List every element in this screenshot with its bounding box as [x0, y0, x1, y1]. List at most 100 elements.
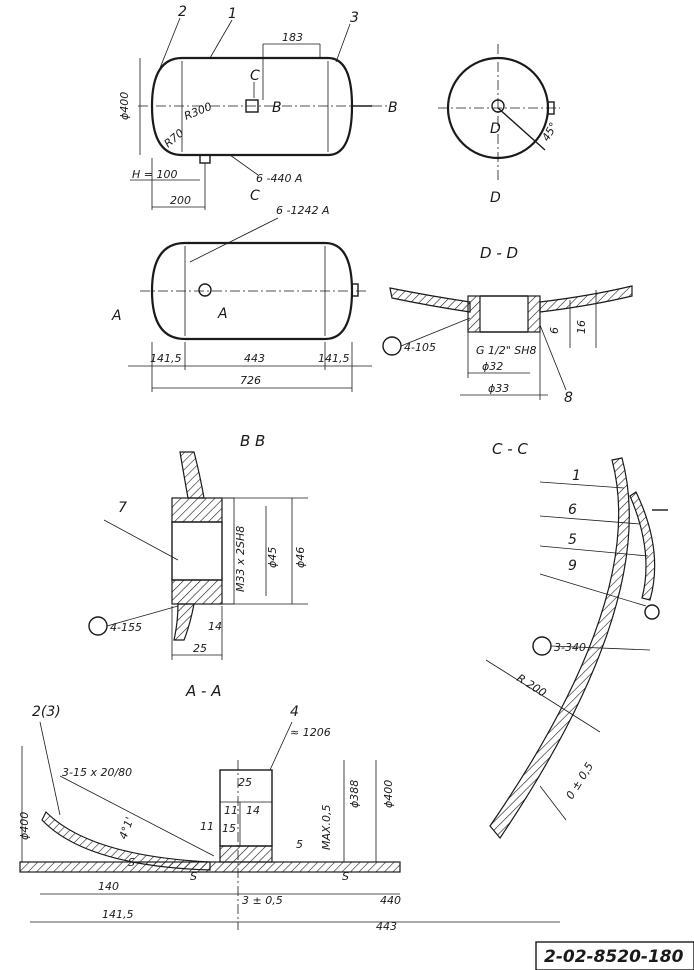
cc-tol-line: [539, 785, 567, 821]
section-aa-title: A - A: [185, 682, 221, 700]
section-dd-title: D - D: [480, 244, 518, 262]
section-cc: C - C 1 6 5 9 3-340 R 200 0 ± 0,5: [485, 440, 668, 839]
dim-r70: R70: [162, 126, 187, 150]
aa-dim-w443: 443: [376, 920, 397, 933]
bb-dim-w25: 25: [193, 642, 207, 655]
cc-pad: [629, 491, 656, 601]
bb-thread: M33 x 2SH8: [234, 526, 247, 592]
aa-weld-note: 3-15 x 20/80: [62, 766, 132, 779]
leader-3: [335, 23, 351, 63]
bb-shell-bottom: [173, 603, 195, 641]
section-dd: D - D ϕ32 ϕ33 G 1/2" SH8 6 16 4-105 8: [382, 244, 633, 406]
aa-s2: S: [342, 870, 349, 883]
leader-1: [209, 19, 233, 59]
aa-dim-gap: 3 ± 0,5: [242, 894, 283, 907]
fitting-side: [198, 283, 212, 297]
cc-radius: R 200: [514, 672, 548, 700]
aa-dim-d388: ϕ388: [348, 780, 361, 808]
cc-weld-leader: [550, 645, 651, 651]
dd-shell-right: [539, 285, 633, 313]
dim-r300: R300: [182, 100, 213, 123]
weld-note-top: 6 -440 A: [256, 172, 302, 185]
section-bb-title: B B: [240, 432, 265, 450]
title-block: 2-02-8520-180: [535, 941, 694, 970]
dd-weld-note: 4-105: [404, 341, 436, 354]
section-mark-d-bottom: D: [490, 190, 501, 206]
aa-leader-2-3: [39, 721, 61, 816]
aa-dim-w11: 11: [224, 804, 238, 817]
dd-boss-right: [527, 295, 541, 333]
dd-dim-d32: ϕ32: [482, 360, 503, 373]
bb-fitting-bottom: [171, 579, 223, 605]
end-view: D D 45°: [438, 44, 560, 206]
drawing-number: 2-02-8520-180: [544, 947, 684, 967]
aa-dim-d400-right: ϕ400: [382, 780, 395, 808]
cc-leader-5: [539, 545, 649, 557]
leader-2: [159, 17, 181, 69]
cc-radius-line: [485, 659, 601, 733]
section-cc-title: C - C: [492, 440, 528, 458]
cc-part-9: 9: [568, 558, 577, 574]
dd-dim-d33: ϕ33: [488, 382, 509, 395]
fitting-side-right: [351, 283, 359, 297]
dd-part-leader: [539, 324, 567, 391]
part-label-3: 3: [350, 10, 359, 26]
bb-weld-note: 4-155: [110, 621, 142, 634]
bb-weld-symbol: [88, 616, 108, 636]
section-mark-b-left: B: [272, 100, 282, 116]
cc-leader-1: [539, 481, 625, 489]
angle-45: 45°: [539, 120, 560, 143]
side-view: 6 -1242 A A A 141,5 443 141,5 726: [111, 204, 372, 392]
cc-leader-9: [539, 573, 647, 607]
tank-outline-top: [150, 56, 354, 157]
aa-s1: S: [190, 870, 197, 883]
aa-s3: S: [128, 856, 135, 869]
bb-shell-top: [179, 451, 205, 499]
top-view: ϕ400 R300 R70 H = 100 200 183 2 1 3 B B …: [118, 4, 398, 210]
aa-part-4: 4: [290, 704, 299, 720]
cc-part-1: 1: [572, 468, 581, 484]
aa-leader-4: [269, 721, 293, 771]
bb-dim-w14: 14: [208, 620, 222, 633]
fitting-c: [245, 99, 259, 113]
aa-length-note: ≈ 1206: [290, 726, 331, 739]
aa-flange-block: [219, 845, 273, 863]
weld-leader-side: [189, 217, 279, 263]
side-dim-left: 141,5: [150, 352, 182, 365]
aa-dim-w440: 440: [380, 894, 401, 907]
dim-w183: 183: [282, 31, 303, 44]
cc-weld-symbol: [532, 636, 552, 656]
dd-boss-left: [467, 295, 481, 333]
dd-weld-symbol: [382, 336, 402, 356]
weld-leader-top: [229, 154, 259, 176]
bb-thread-zone: [221, 497, 235, 605]
tank-outline-side: [150, 241, 354, 341]
weld-note-side: 6 -1242 A: [276, 204, 329, 217]
part-label-2: 2: [178, 4, 187, 20]
dd-dim-h16: 16: [575, 320, 588, 334]
cc-part-5: 5: [568, 532, 577, 548]
aa-base-ring: [19, 861, 401, 873]
fitting-end-right: [547, 101, 555, 115]
dim-d400: ϕ400: [118, 92, 131, 120]
section-mark-a-mid: A: [217, 306, 228, 322]
dd-dim-h6: 6: [548, 327, 561, 334]
aa-body: [219, 769, 273, 847]
bb-fitting-top: [171, 497, 223, 523]
side-dim-total: 726: [240, 374, 261, 387]
aa-dim-w15: 15: [222, 822, 236, 835]
dd-part-8: 8: [564, 390, 573, 406]
aa-angle: 4°1': [117, 815, 137, 841]
aa-dim-w14: 14: [246, 804, 260, 817]
aa-dim-max: MAX.0,5: [320, 804, 333, 850]
cc-part-6: 6: [568, 502, 577, 518]
fitting-bottom: [199, 154, 211, 164]
side-dim-right: 141,5: [318, 352, 350, 365]
cc-nut: [644, 604, 660, 620]
aa-part-2-3: 2(3): [32, 704, 61, 720]
part-label-1: 1: [228, 6, 237, 22]
section-mark-a-left: A: [111, 308, 122, 324]
cc-leader-6: [539, 515, 641, 525]
section-aa: A - A 2(3) 4 ≈ 1206 25 11 14 11 15 5 MAX…: [18, 682, 560, 933]
